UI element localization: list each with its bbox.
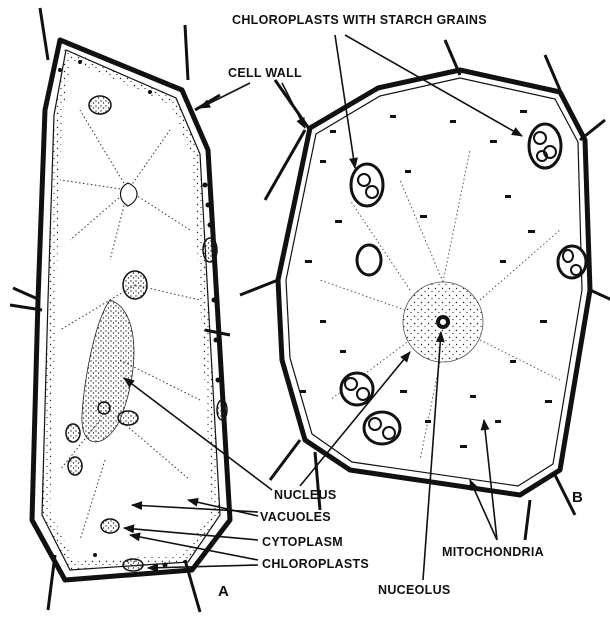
panel-label-b: B (572, 489, 583, 506)
label-cytoplasm: CYTOPLASM (262, 535, 343, 549)
cell-a (10, 8, 230, 612)
label-chloroplasts: CHLOROPLASTS (262, 557, 369, 571)
label-nucleus: NUCLEUS (274, 488, 337, 502)
panel-label-a: A (218, 583, 229, 600)
label-chloroplasts-starch: CHLOROPLASTS WITH STARCH GRAINS (232, 13, 487, 27)
cell-a-edge-dots (58, 60, 221, 568)
label-mitochondria: MITOCHONDRIA (442, 545, 544, 559)
label-nucleolus: NUCEOLUS (378, 583, 451, 597)
cell-a-strand-junction (121, 183, 138, 206)
cell-b-starch-chloroplasts (341, 124, 586, 444)
cell-b-mitochondria (300, 110, 552, 448)
cell-b-nucleolus-center (440, 319, 446, 325)
label-cell-wall: CELL WALL (228, 66, 302, 80)
label-vacuoles: VACUOLES (260, 510, 331, 524)
cell-b (240, 40, 610, 540)
cell-a-wall-inner (42, 50, 220, 570)
